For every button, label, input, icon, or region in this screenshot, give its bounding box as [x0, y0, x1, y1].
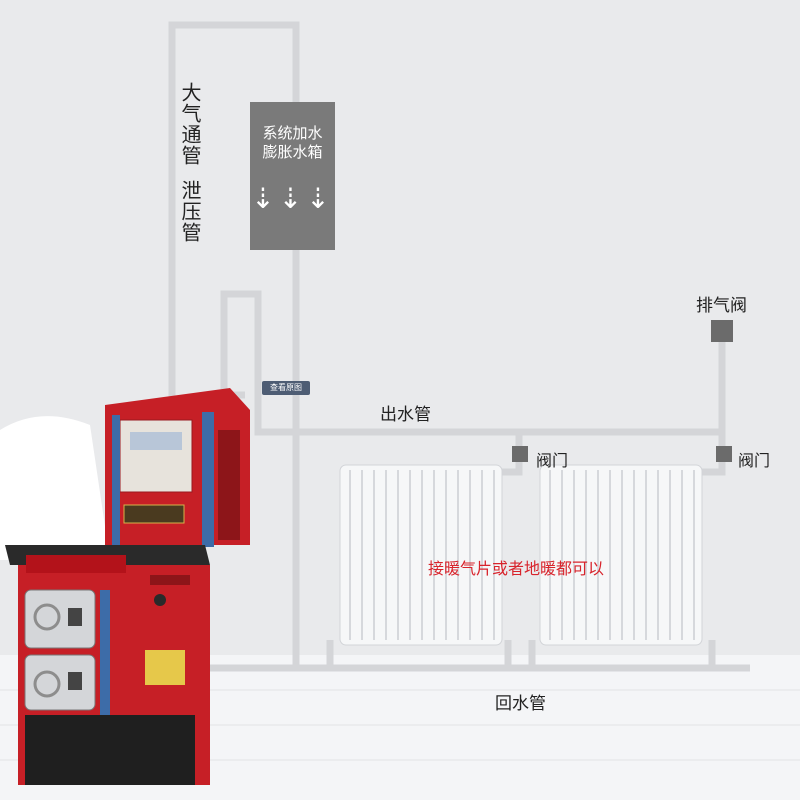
boiler-stove: [5, 388, 250, 785]
atmospheric-pipe-label: 大气通管: [178, 82, 202, 166]
air-vent-label: 排气阀: [696, 296, 747, 316]
valve-left[interactable]: [512, 446, 528, 462]
ash-drawer: [25, 715, 195, 785]
outlet-pipe-label: 出水管: [380, 405, 431, 425]
view-original-button[interactable]: 查看原图: [262, 381, 310, 395]
radiator-left: [339, 464, 503, 646]
air-vent-valve[interactable]: [711, 320, 733, 342]
branch-left: [500, 432, 523, 476]
expansion-tank-label: 系统加水 膨胀水箱: [262, 124, 323, 161]
control-panel: [119, 419, 193, 493]
heating-note: 接暖气片或者地暖都可以: [428, 559, 605, 578]
down-arrows-icon: ⇣⇣⇣: [251, 182, 334, 215]
side-trim-blue: [202, 412, 214, 547]
display-screen: [130, 432, 182, 450]
warning-sticker: [145, 650, 185, 685]
expansion-tank: 系统加水 膨胀水箱 ⇣⇣⇣: [250, 102, 335, 250]
valve-right-label: 阀门: [738, 451, 771, 470]
valve-right[interactable]: [716, 446, 732, 462]
relief-pipe-label: 泄压管: [178, 180, 202, 243]
side-trim-blue-left: [112, 415, 120, 545]
return-pipe-label: 回水管: [495, 694, 546, 714]
radiator-right: [539, 464, 703, 646]
background-highlight: [0, 416, 110, 560]
atmospheric-vent-pipe: [168, 21, 300, 400]
branch-right: [700, 432, 726, 476]
return-risers: [326, 640, 716, 668]
valve-left-label: 阀门: [536, 451, 569, 470]
brand-plate: [123, 504, 185, 524]
